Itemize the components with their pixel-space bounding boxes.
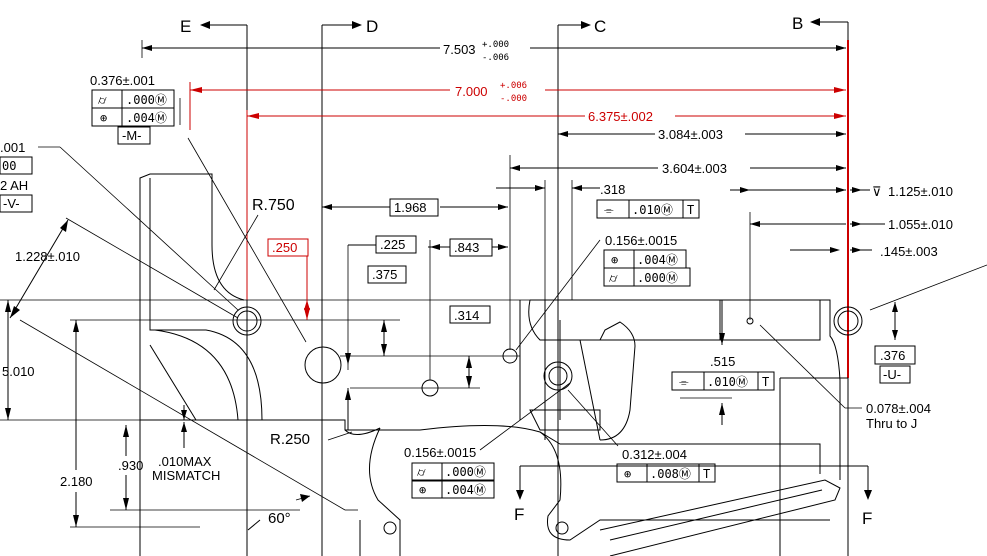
dim-515: .515 [710,354,735,369]
fcf-m-004: .004Ⓜ [126,111,167,125]
section-letter-c: C [594,17,606,36]
fcf-m-000: .000Ⓜ [126,93,167,107]
dim-1125: 1.125±.010 [888,184,953,199]
top-dimensions: 7.503 +.000 -.006 7.000 +.006 -.000 6.37… [141,40,846,350]
dim-843: .843 [454,240,479,255]
dim-7000-tol-dn: -.000 [500,94,527,104]
cyl-symbol-top: ⌭ [609,271,618,285]
dim-7503-tol-dn: -.006 [482,53,509,63]
hole-e [232,306,262,336]
fcf-312: .008Ⓜ [650,467,691,481]
pos-symbol-312: ⊕ [624,467,631,481]
cyl-symbol: ⌭ [98,93,107,107]
dim-7503-tol-up: +.000 [482,40,509,50]
section-letter-f-right: F [862,509,872,528]
dim-0156-top: 0.156±.0015 [605,233,677,248]
sym-symbol-318: ⌯ [604,203,614,217]
fcf-bot-000: .000Ⓜ [445,465,486,479]
fcf-318: .010Ⓜ [632,203,673,217]
dim-375: .375 [372,267,397,282]
dim-250: .250 [272,240,297,255]
lower-callouts: R.250 0.156±.0015 ⌭ .000Ⓜ ⊕ .004Ⓜ 2.180 … [19,319,571,531]
dim-1228: 1.228±.010 [15,249,80,264]
dim-7503: 7.503 [443,42,476,57]
dim-1055: 1.055±.010 [888,217,953,232]
datum-u: -U- [883,367,901,382]
dim-mismatch-1: .010MAX [158,454,212,469]
fcf-left-00: 00 [2,159,16,173]
fcf-hole-top-000: .000Ⓜ [637,271,678,285]
fcf-312-ref: T [703,467,710,481]
hole-tiny [746,317,754,325]
thru-note: Thru to J [866,416,917,431]
fcf-515-ref: T [762,375,769,389]
dim-0078: 0.078±.004 [866,401,931,416]
right-dimensions: 1.125±.010 ⊽ 1.055±.010 .145±.003 .376 -… [730,184,987,431]
fcf-318-ref: T [687,203,694,217]
fcf-hole-top-004: .004Ⓜ [637,253,678,267]
dim-mismatch-2: MISMATCH [152,468,220,483]
datum-m: -M- [122,128,142,143]
receiver-outline [139,173,848,556]
dim-376: .376 [880,348,905,363]
section-letter-d: D [366,17,378,36]
dim-2180: 2.180 [60,474,93,489]
hole-d [304,346,342,384]
dim-930: .930 [118,458,143,473]
cyl-symbol-bot: ⌭ [417,465,426,479]
center-dimensions: 1.968 .250 .225 .843 .375 .314 [267,180,600,430]
sym-symbol-515: ⌯ [679,375,689,389]
dim-5010: 5.010 [2,364,35,379]
dim-7000: 7.000 [455,84,488,99]
dim-225: .225 [380,237,405,252]
dim-0312: 0.312±.004 [622,447,687,462]
pos-symbol-m: ⊕ [100,111,107,125]
pos-symbol-bot: ⊕ [419,483,426,497]
left-callouts: 0.376±.001 ⌭ .000Ⓜ ⊕ .004Ⓜ -M- .001 00 2… [0,73,307,420]
fcf-515: .010Ⓜ [707,375,748,389]
holes [232,306,863,535]
dim-0156-bot: 0.156±.0015 [404,445,476,460]
dim-6375: 6.375±.002 [588,109,653,124]
dim-314: .314 [454,308,479,323]
dim-0376: 0.376±.001 [90,73,155,88]
dim-3604: 3.604±.003 [662,161,727,176]
pos-symbol-top: ⊕ [611,253,618,267]
fcf-bot-004: .004Ⓜ [445,483,486,497]
hole-c [543,361,573,391]
dim-145: .145±.003 [880,244,938,259]
section-letter-f-left: F [514,505,524,524]
section-f: F F [514,465,872,528]
dim-3084: 3.084±.003 [658,127,723,142]
left-ah: 2 AH [0,178,28,193]
center-callouts: .318 ⌯ .010Ⓜ T 0.156±.0015 ⊕ .004Ⓜ ⌭ .00… [515,182,775,483]
dim-001: .001 [0,140,25,155]
hole-b [833,306,863,336]
dim-60: 60° [268,510,291,527]
section-letter-e: E [180,17,191,36]
depth-symbol: ⊽ [872,184,882,199]
section-letter-b: B [792,14,803,33]
dim-r750: R.750 [252,197,295,214]
datum-v: -V- [3,196,20,211]
dim-7000-tol-up: +.006 [500,81,527,91]
dim-r250: R.250 [270,431,310,448]
dim-1968: 1.968 [394,200,427,215]
dim-318: .318 [600,182,625,197]
